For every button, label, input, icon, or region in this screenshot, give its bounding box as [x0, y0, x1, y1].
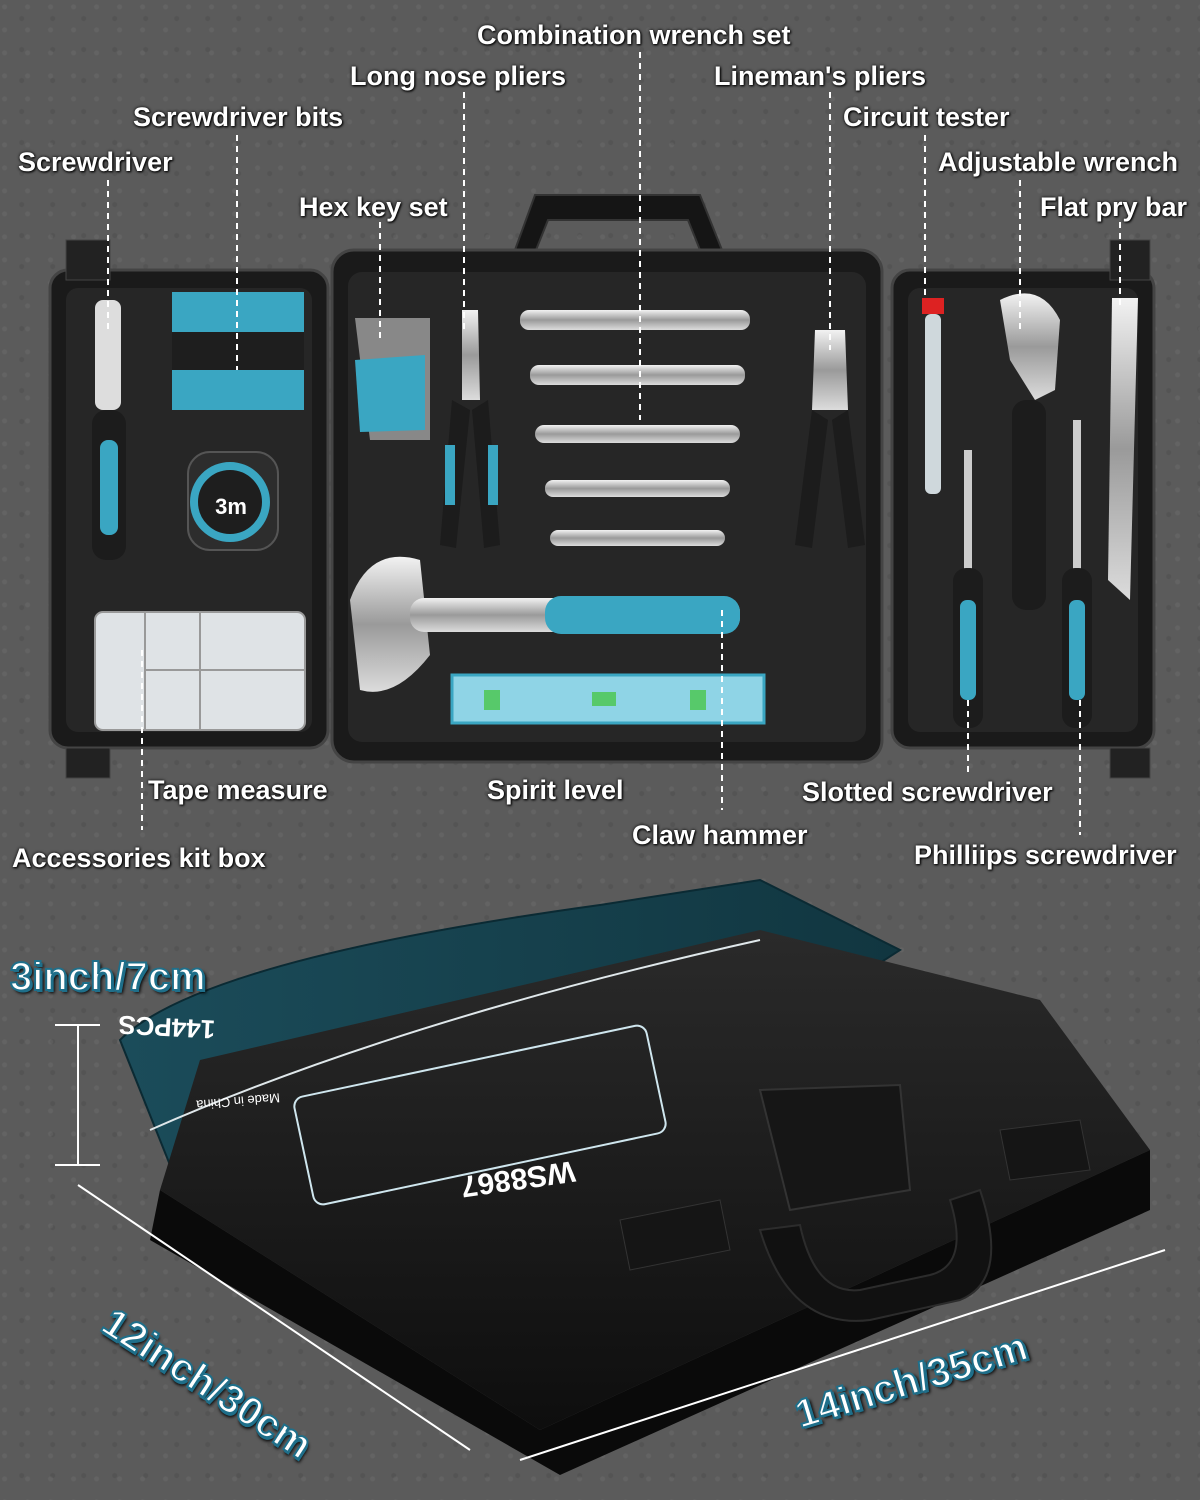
case-origin-text: Made in China	[195, 1090, 281, 1112]
closed-toolbox: 144PCS WS8867 Made in China	[118, 878, 1150, 1475]
tape-face-text: 3m	[215, 494, 247, 519]
label-slotted-screwdriver: Slotted screwdriver	[802, 777, 1053, 807]
adjustable-wrench-tool	[1000, 293, 1060, 610]
tape-measure-tool: 3m	[187, 451, 279, 551]
claw-hammer-tool	[350, 556, 740, 692]
label-flat-pry-bar: Flat pry bar	[1040, 192, 1188, 222]
long-nose-pliers-tool	[440, 310, 500, 548]
right-screwdrivers	[953, 420, 1092, 728]
circuit-tester-tool	[922, 298, 944, 494]
label-adjustable-wrench: Adjustable wrench	[938, 147, 1179, 177]
label-linemans-pliers: Lineman's pliers	[714, 61, 926, 91]
label-spirit-level: Spirit level	[487, 775, 624, 805]
accessories-box	[94, 611, 306, 731]
label-claw-hammer: Claw hammer	[632, 820, 808, 850]
dimension-lines	[55, 1024, 1166, 1461]
flat-pry-bar-tool	[1108, 298, 1138, 600]
label-screwdriver: Screwdriver	[18, 147, 173, 177]
case-count-text: 144PCS	[118, 1010, 216, 1045]
dimension-height: 3inch/7cm	[9, 954, 207, 1000]
screwdriver-bits	[172, 292, 304, 410]
spirit-level-tool	[450, 673, 766, 725]
label-tape-measure: Tape measure	[148, 775, 328, 805]
label-hex-key-set: Hex key set	[299, 192, 448, 222]
screwdriver-tool	[92, 300, 126, 560]
label-circuit-tester: Circuit tester	[843, 102, 1010, 132]
combination-wrench-set	[520, 310, 750, 546]
label-phillips-screwdriver: Philliips screwdriver	[914, 840, 1177, 870]
leader-lines	[107, 52, 1121, 835]
label-long-nose-pliers: Long nose pliers	[350, 61, 567, 91]
label-accessories-kit-box: Accessories kit box	[12, 843, 266, 873]
hex-key-set	[355, 318, 430, 440]
label-screwdriver-bits: Screwdriver bits	[133, 102, 344, 132]
label-combination-wrench-set: Combination wrench set	[477, 20, 791, 50]
linemans-pliers-tool	[795, 330, 865, 548]
